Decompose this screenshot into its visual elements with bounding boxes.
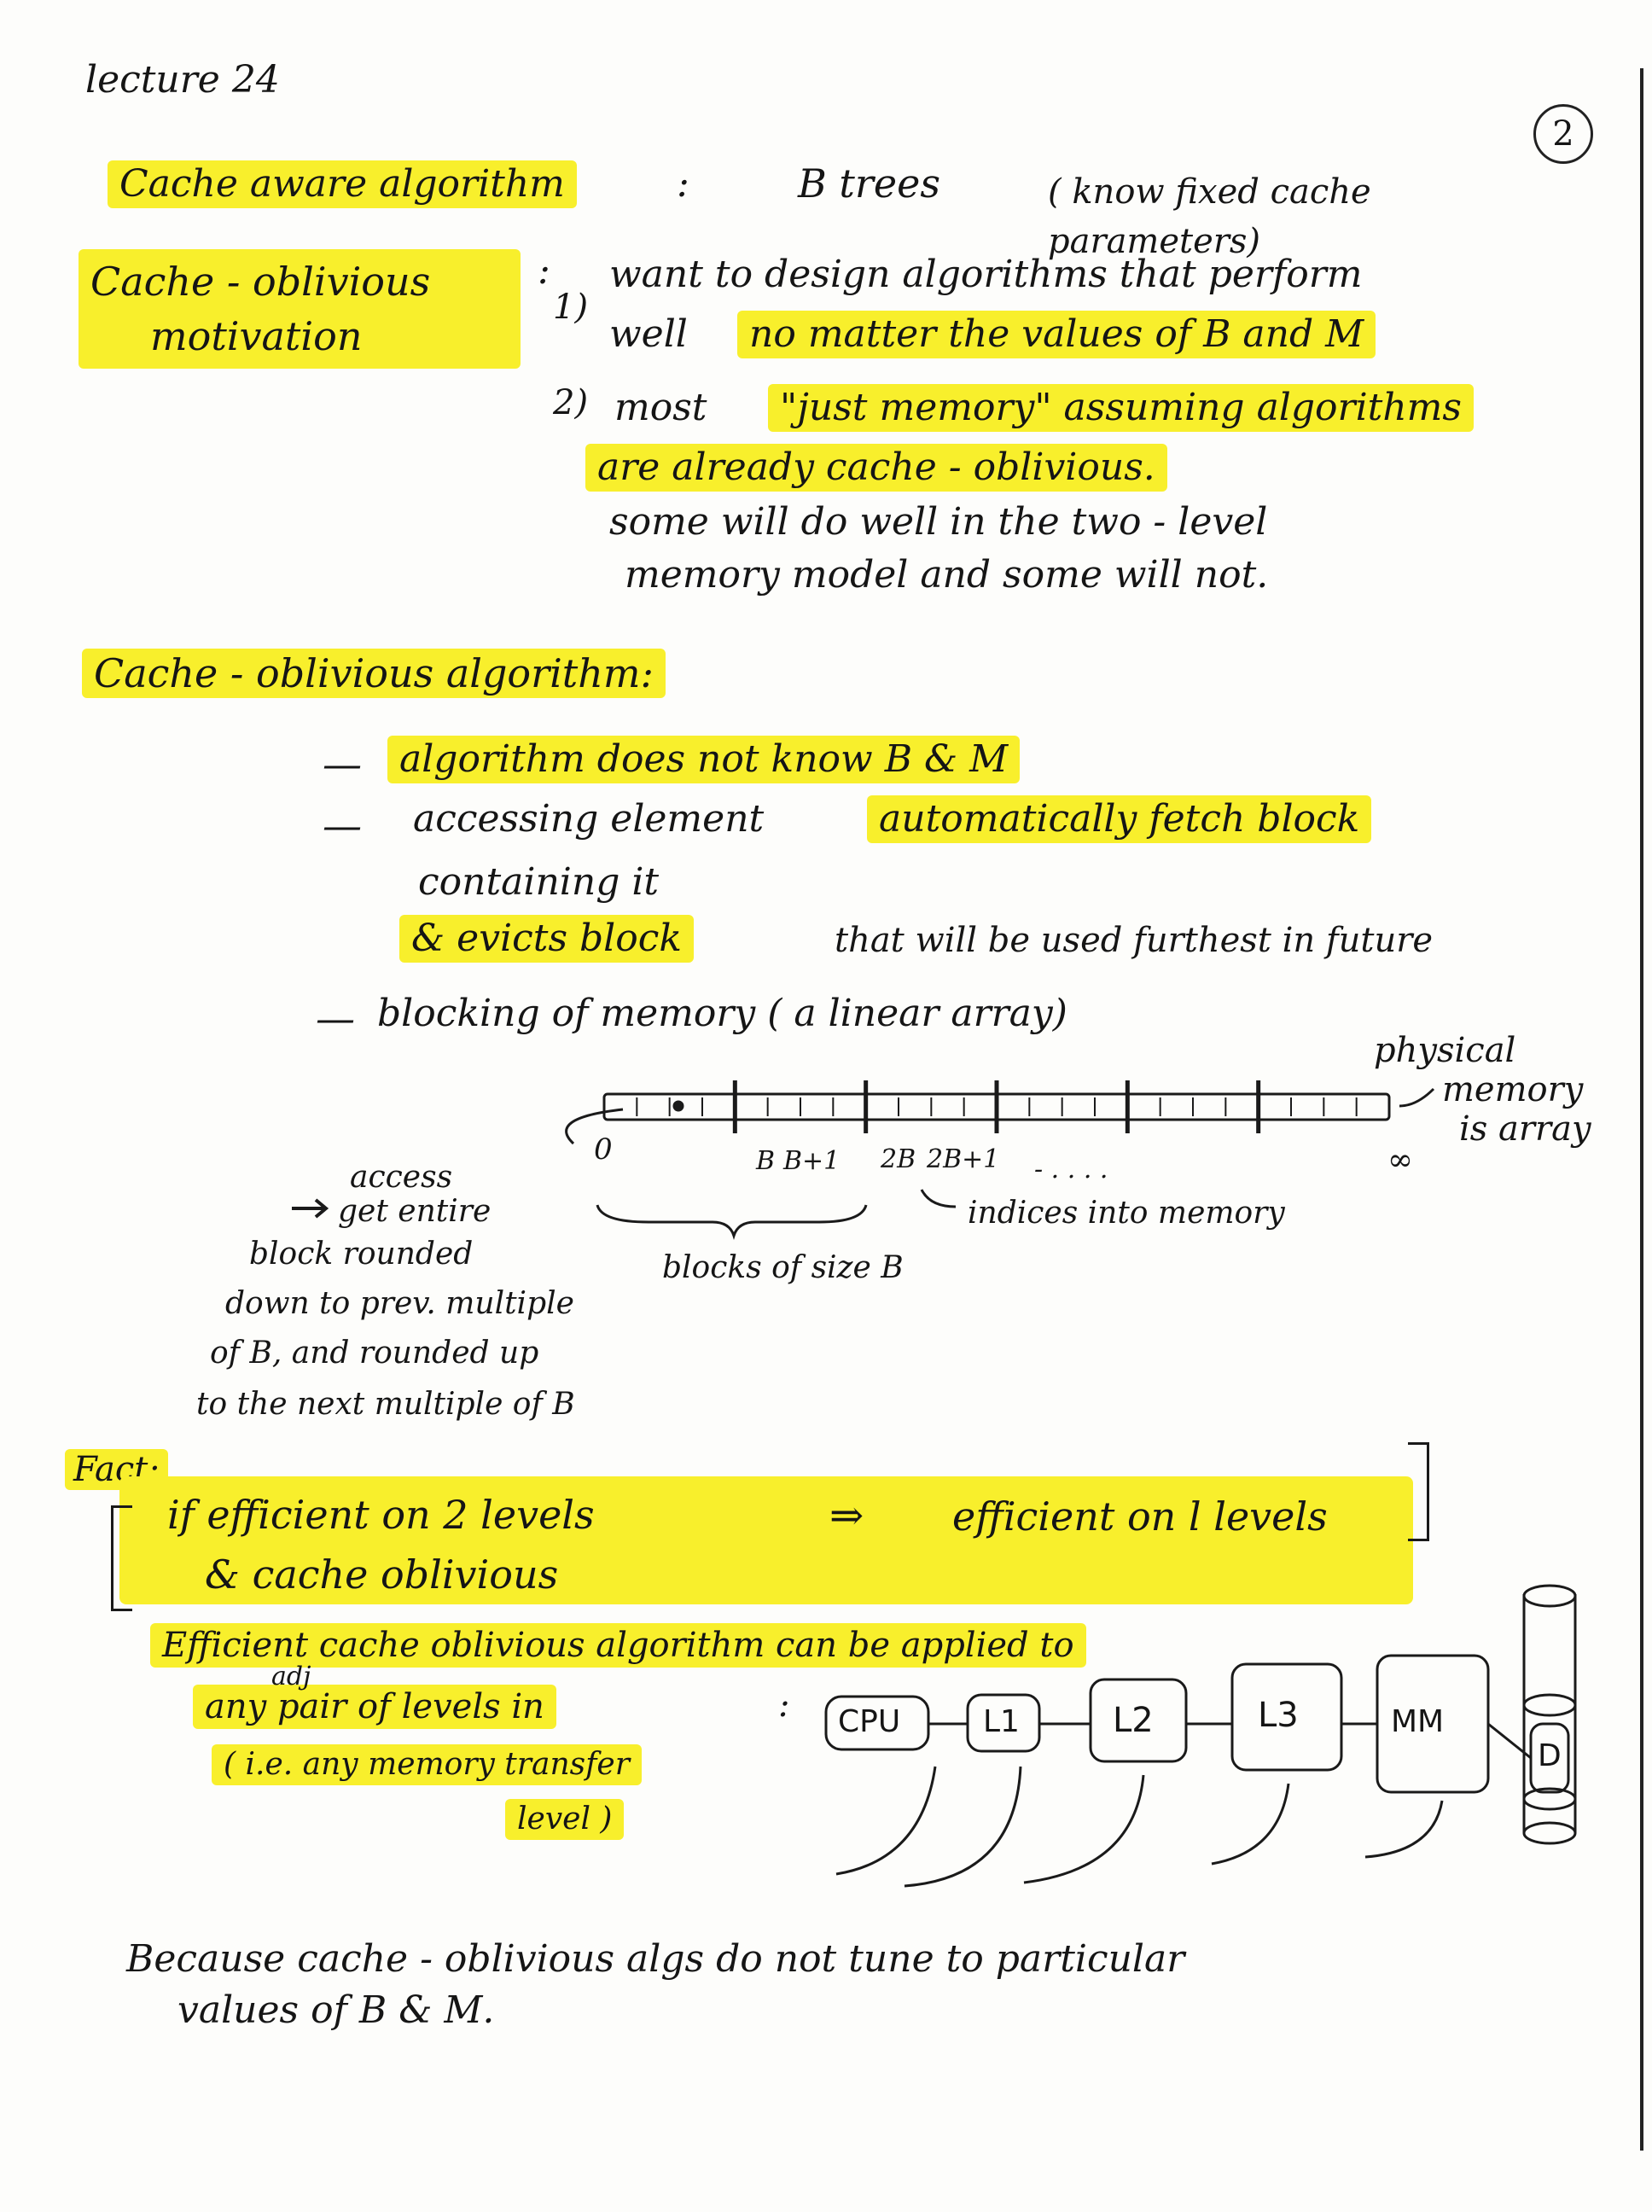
- d-label: D: [1538, 1738, 1562, 1773]
- access-note-4: down to prev. multiple: [225, 1286, 574, 1321]
- motivation-item2-line1b: "just memory" assuming algorithms: [768, 384, 1474, 432]
- fact-applied-line3: ( i.e. any memory transfer: [212, 1744, 642, 1785]
- curve-3: [1023, 1774, 1145, 1884]
- curve-4: [1211, 1783, 1290, 1866]
- blocks-label: blocks of size B: [662, 1250, 904, 1285]
- indices-label: indices into memory: [968, 1196, 1285, 1231]
- cache-oblivious-algorithm-heading: Cache - oblivious algorithm:: [82, 649, 666, 698]
- motivation-item2-line4: memory model and some will not.: [625, 553, 1269, 597]
- motivation-item2-number: 2): [553, 383, 589, 422]
- page-edge-line: [1640, 68, 1643, 2151]
- fact-right-bracket: [1408, 1442, 1429, 1541]
- bullet-3-text: blocking of memory ( a linear array): [377, 992, 1067, 1035]
- conclusion-line2: values of B & M.: [177, 1988, 495, 2032]
- motivation-item2-line2: are already cache - oblivious.: [585, 444, 1167, 492]
- page-title: lecture 24: [85, 58, 280, 102]
- disk-sides: [1522, 1594, 1577, 1833]
- physical-label-1: physical: [1374, 1031, 1516, 1070]
- curve-1: [835, 1766, 937, 1876]
- cpu-label: CPU: [838, 1704, 901, 1739]
- motivation-item1-line1: want to design algorithms that perform: [609, 253, 1363, 296]
- index-2b-plus-1: 2B+1: [927, 1144, 1000, 1174]
- index-2b: 2B: [881, 1144, 916, 1174]
- cache-aware-example: B trees: [798, 160, 940, 207]
- motivation-item1-line2b: no matter the values of B and M: [737, 311, 1376, 358]
- bullet-2-text-a: accessing element: [413, 797, 765, 841]
- fact-applied-line2: any pair of levels in: [193, 1685, 556, 1729]
- mm-label: MM: [1391, 1704, 1445, 1739]
- bullet-2-text-e: that will be used furthest in future: [835, 921, 1434, 960]
- bullet-1-text: algorithm does not know B & M: [387, 736, 1021, 783]
- access-note-6: to the next multiple of B: [196, 1387, 575, 1422]
- disk-top: [1522, 1584, 1577, 1608]
- disk-ring-2: [1522, 1787, 1577, 1811]
- cache-aware-colon: :: [677, 162, 689, 206]
- motivation-item2-line3: some will do well in the two - level: [609, 500, 1268, 544]
- physical-label-3: is array: [1459, 1109, 1591, 1149]
- l2-label: L2: [1113, 1701, 1154, 1740]
- link-mm-d: [1487, 1722, 1532, 1760]
- fact-implies: ⇒: [829, 1492, 864, 1540]
- l1-label: L1: [983, 1704, 1020, 1739]
- curve-5: [1364, 1800, 1444, 1859]
- curve-2: [904, 1766, 1022, 1888]
- motivation-item1-number: 1): [553, 288, 589, 327]
- access-note-1: access: [350, 1160, 453, 1195]
- motivation-label-line1: Cache - oblivious: [90, 259, 431, 305]
- implies-arrow: [292, 1198, 329, 1219]
- disk-bottom: [1522, 1821, 1577, 1845]
- access-note-5: of B, and rounded up: [210, 1336, 539, 1371]
- cache-aware-label: Cache aware algorithm: [108, 160, 577, 208]
- block-brace: [596, 1204, 868, 1241]
- fact-applied-line4: level ): [505, 1799, 625, 1840]
- l3-label: L3: [1258, 1696, 1299, 1735]
- physical-memory-label: physical memory is array: [1374, 1031, 1591, 1149]
- bullet-dash-2: —: [323, 802, 362, 848]
- bullet-dash-3: —: [316, 995, 355, 1041]
- motivation-colon: :: [538, 249, 550, 293]
- fact-applied-colon: :: [778, 1685, 790, 1725]
- motivation-item2-line1a: most: [614, 386, 707, 429]
- disk-ring-1: [1522, 1693, 1577, 1717]
- bullet-2-text-d: & evicts block: [399, 915, 695, 963]
- index-0: 0: [594, 1132, 613, 1167]
- fact-line2: & cache oblivious: [205, 1551, 559, 1598]
- fact-result: efficient on l levels: [952, 1493, 1328, 1540]
- index-b: B: [756, 1146, 776, 1176]
- accessed-element-dot: [672, 1100, 684, 1112]
- index-infinity: ∞: [1387, 1143, 1413, 1178]
- access-note-2: get entire: [338, 1194, 492, 1229]
- physical-label-2: memory: [1442, 1070, 1584, 1109]
- indices-arrow: [920, 1189, 957, 1208]
- fact-applied-line1: Efficient cache oblivious algorithm can …: [150, 1623, 1086, 1668]
- fact-left-bracket: [111, 1505, 132, 1611]
- index-dots: - . . . .: [1034, 1155, 1108, 1185]
- bullet-2-text-b: automatically fetch block: [867, 795, 1372, 843]
- cache-oblivious-motivation-label: Cache - oblivious motivation: [79, 249, 521, 369]
- fact-applied-adj: adj: [271, 1662, 311, 1691]
- bullet-2-text-c: containing it: [418, 860, 660, 904]
- index-b-plus-1: B+1: [783, 1146, 841, 1176]
- fact-applied-pair: pair of levels in: [276, 1687, 544, 1726]
- motivation-item1-line2a: well: [609, 312, 688, 356]
- cache-aware-note: ( know fixed cache parameters): [1048, 172, 1371, 261]
- l3-box: [1230, 1662, 1343, 1772]
- conclusion-line1: Because cache - oblivious algs do not tu…: [126, 1937, 1185, 1981]
- l2-box: [1089, 1678, 1188, 1763]
- bullet-dash-1: —: [323, 741, 362, 787]
- fact-highlight-band: [119, 1476, 1413, 1604]
- physical-arrow: [1399, 1087, 1435, 1108]
- fact-applied-any: any: [205, 1687, 267, 1726]
- access-note-3: block rounded: [249, 1237, 474, 1272]
- access-arrow: [565, 1108, 624, 1145]
- page-number: 2: [1533, 104, 1593, 164]
- fact-line1: if efficient on 2 levels: [167, 1492, 595, 1538]
- motivation-label-line2: motivation: [150, 313, 363, 359]
- memory-array-ticks: [636, 1080, 1358, 1133]
